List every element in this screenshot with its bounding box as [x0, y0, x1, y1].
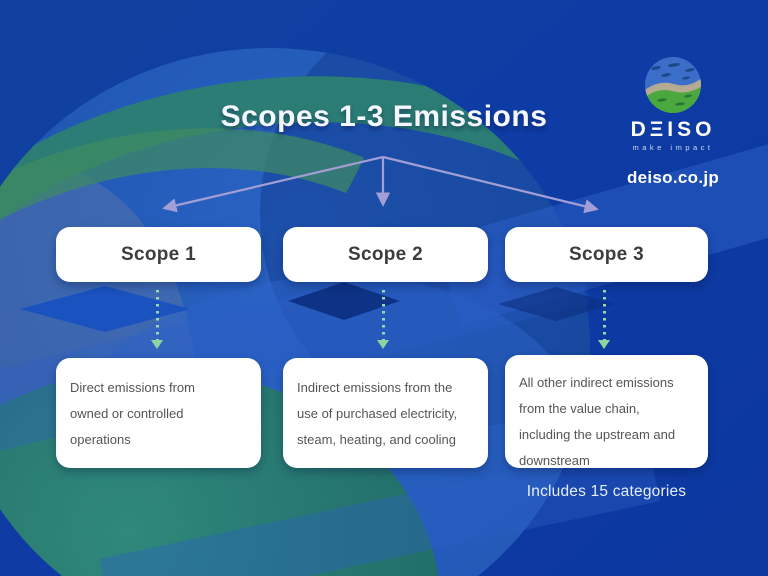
scope-1-label: Scope 1: [121, 243, 196, 265]
deiso-globe-icon: [645, 57, 701, 113]
scope-1-description: Direct emissions from owned or controlle…: [70, 380, 195, 447]
scope-3-description-card: All other indirect emissions from the va…: [505, 355, 708, 468]
dotted-arrow-scope-1: [151, 290, 163, 349]
scope-2-card: Scope 2: [283, 227, 488, 282]
scope-2-label: Scope 2: [348, 243, 423, 265]
scope-3-card: Scope 3: [505, 227, 708, 282]
brand-website: deiso.co.jp: [626, 168, 720, 187]
dotted-arrow-scope-2: [377, 290, 389, 349]
scope-2-description-card: Indirect emissions from the use of purch…: [283, 358, 488, 468]
scope-3-note: Includes 15 categories: [526, 483, 687, 500]
brand-wordmark: DΞISO: [630, 118, 716, 141]
page-title: Scopes 1-3 Emissions: [220, 100, 548, 133]
scope-2-description: Indirect emissions from the use of purch…: [297, 380, 458, 447]
brand-tagline: make impact: [632, 143, 714, 152]
scope-3-description: All other indirect emissions from the va…: [519, 375, 676, 468]
scope-1-card: Scope 1: [56, 227, 261, 282]
dotted-arrow-scope-3: [598, 290, 610, 349]
scope-1-description-card: Direct emissions from owned or controlle…: [56, 358, 261, 468]
brand-block: DΞISO make impact deiso.co.jp: [612, 56, 734, 188]
scope-3-label: Scope 3: [569, 243, 644, 265]
